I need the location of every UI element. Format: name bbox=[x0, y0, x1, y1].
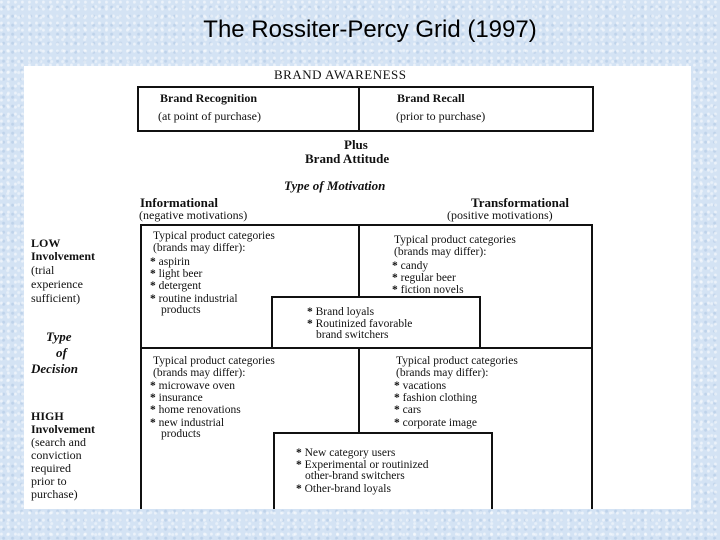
list-item: aspirin bbox=[150, 256, 238, 268]
list-item: new industrial bbox=[150, 417, 241, 429]
list-item: routine industrial bbox=[150, 293, 238, 305]
list-item: New category users bbox=[296, 447, 429, 459]
awareness-divider bbox=[358, 86, 360, 132]
brand-recall-label: Brand Recall bbox=[397, 91, 465, 105]
brand-recall-sub: (prior to purchase) bbox=[396, 109, 486, 123]
list-item: regular beer bbox=[392, 272, 464, 284]
brand-awareness-heading: BRAND AWARENESS bbox=[274, 67, 407, 82]
low-center-cont: brand switchers bbox=[316, 329, 389, 341]
grid-vertical-divider bbox=[358, 224, 360, 509]
high-center-list-last: Other-brand loyals bbox=[296, 483, 391, 495]
brand-recognition-label: Brand Recognition bbox=[160, 91, 258, 105]
informational-sub: (negative motivations) bbox=[139, 208, 248, 222]
transformational-sub: (positive motivations) bbox=[447, 208, 553, 222]
informational-heading: Informational bbox=[140, 195, 218, 210]
brand-attitude-label: Brand Attitude bbox=[305, 151, 390, 166]
slide-title: The Rossiter-Percy Grid (1997) bbox=[203, 16, 537, 43]
high-informational-list: microwave oven insurance home renovation… bbox=[150, 380, 241, 429]
list-item: cars bbox=[394, 404, 477, 416]
low-transformational-list: candy regular beer fiction novels bbox=[392, 260, 464, 297]
low-center-list: Brand loyals Routinized favorable bbox=[307, 306, 413, 330]
high-center-cont: other-brand switchers bbox=[305, 470, 405, 482]
list-item: Brand loyals bbox=[307, 306, 412, 318]
low-informational-list: aspirin light beer detergent routine ind… bbox=[150, 256, 238, 305]
list-item: fashion clothing bbox=[394, 392, 477, 404]
plus-label: Plus bbox=[344, 137, 368, 152]
list-item: vacations bbox=[394, 380, 477, 392]
transformational-heading: Transformational bbox=[471, 195, 569, 210]
list-item: insurance bbox=[150, 392, 241, 404]
type-of-motivation-heading: Type of Motivation bbox=[284, 178, 386, 193]
list-item: candy bbox=[392, 260, 464, 272]
list-item: light beer bbox=[150, 268, 238, 280]
high-transformational-list: vacations fashion clothing cars corporat… bbox=[394, 380, 477, 429]
list-item: corporate image bbox=[394, 417, 477, 429]
list-item: Experimental or routinized bbox=[296, 459, 429, 471]
list-item: detergent bbox=[150, 280, 238, 292]
high-center-list: New category users Experimental or routi… bbox=[296, 447, 429, 471]
list-item: home renovations bbox=[150, 404, 241, 416]
list-item: Routinized favorable bbox=[307, 318, 413, 330]
brand-recognition-sub: (at point of purchase) bbox=[158, 109, 261, 123]
rossiter-percy-grid-panel: BRAND AWARENESS Brand Recognition (at po… bbox=[24, 66, 691, 509]
list-item: fiction novels bbox=[392, 284, 464, 296]
list-item: microwave oven bbox=[150, 380, 241, 392]
list-item: Other-brand loyals bbox=[296, 483, 391, 495]
brand-awareness-box bbox=[137, 86, 594, 132]
